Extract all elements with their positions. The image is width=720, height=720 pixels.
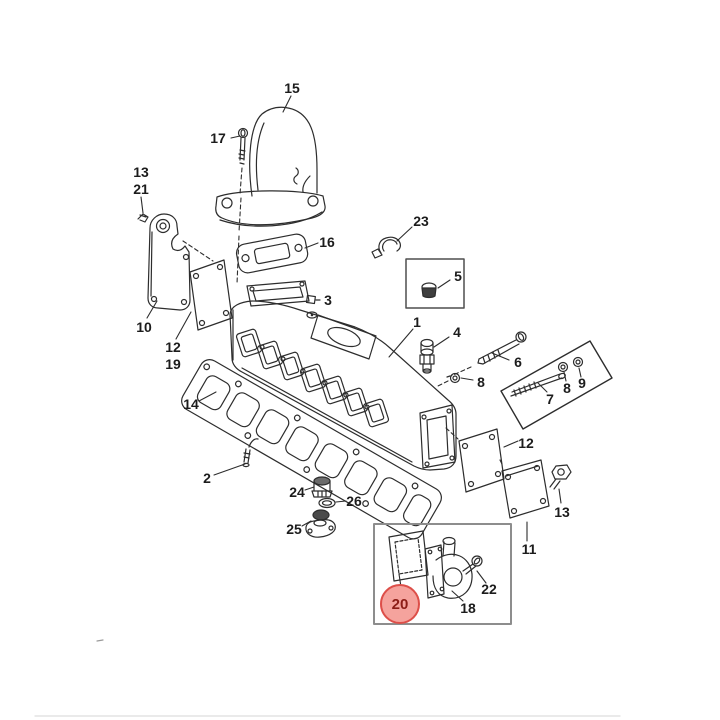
callout-5: 5 (454, 268, 462, 284)
part-11-end-cover (501, 459, 550, 519)
part-12-19-plate (189, 259, 233, 331)
part-9-washer (572, 356, 584, 368)
callout-7: 7 (546, 391, 554, 407)
part-8-nut-left (446, 372, 461, 384)
part-7-stud (510, 372, 566, 397)
callout-21: 21 (133, 181, 149, 197)
callout-8-left: 8 (477, 374, 485, 390)
part-20-gasket (388, 530, 429, 582)
part-22-bolt (462, 555, 483, 575)
part-23-clamp (371, 236, 401, 259)
assembly-axis-lines (182, 167, 504, 467)
callout-8-kit: 8 (563, 380, 571, 396)
part-4-fitting (419, 338, 435, 374)
callout-2: 2 (203, 470, 211, 486)
part-16-gasket (235, 233, 309, 274)
kit-box-7 (500, 340, 613, 430)
scan-artifacts (34, 639, 621, 717)
callout-12-left: 12 (165, 339, 181, 355)
callout-13: 13 (133, 164, 149, 180)
part-13-21-clip (137, 213, 149, 223)
leader-lines (140, 95, 582, 602)
callout-26: 26 (346, 493, 362, 509)
callout-24: 24 (289, 484, 305, 500)
part-17-bolt (237, 127, 249, 165)
part-25-fitting (305, 509, 336, 538)
callout-22: 22 (481, 581, 497, 597)
part-15-exhaust-elbow (215, 106, 326, 227)
callout-1: 1 (413, 314, 421, 330)
callout-25: 25 (286, 521, 302, 537)
part-5-plug (421, 282, 437, 299)
part-12-end-gasket (458, 428, 505, 493)
part-24-plug (311, 476, 333, 498)
callout-14: 14 (183, 396, 199, 412)
callout-10: 10 (136, 319, 152, 335)
inset-box-20-18-22 (373, 523, 512, 625)
callout-15: 15 (284, 80, 300, 96)
part-18-housing (424, 536, 473, 599)
callout-6: 6 (514, 354, 522, 370)
part-3-nut (305, 294, 321, 305)
callout-17: 17 (210, 130, 226, 146)
callout-12-right: 12 (518, 435, 534, 451)
callout-20-highlighted[interactable]: 20 (380, 584, 420, 624)
callout-23: 23 (413, 213, 429, 229)
part-13-bolt (549, 464, 572, 490)
part-10-bracket (147, 213, 191, 311)
callout-4: 4 (453, 324, 461, 340)
callout-19: 19 (165, 356, 181, 372)
callout-3: 3 (324, 292, 332, 308)
callout-13-right: 13 (554, 504, 570, 520)
part-1-manifold (229, 280, 457, 471)
callout-11: 11 (521, 541, 537, 557)
inset-box-5 (405, 258, 465, 309)
part-6-bolt (477, 331, 527, 365)
callout-16: 16 (319, 234, 335, 250)
part-14-manifold-gasket (181, 359, 442, 540)
callout-18: 18 (460, 600, 476, 616)
part-26-o-ring (318, 497, 336, 509)
part-8-nut-kit (557, 361, 569, 373)
callout-9: 9 (578, 375, 586, 391)
